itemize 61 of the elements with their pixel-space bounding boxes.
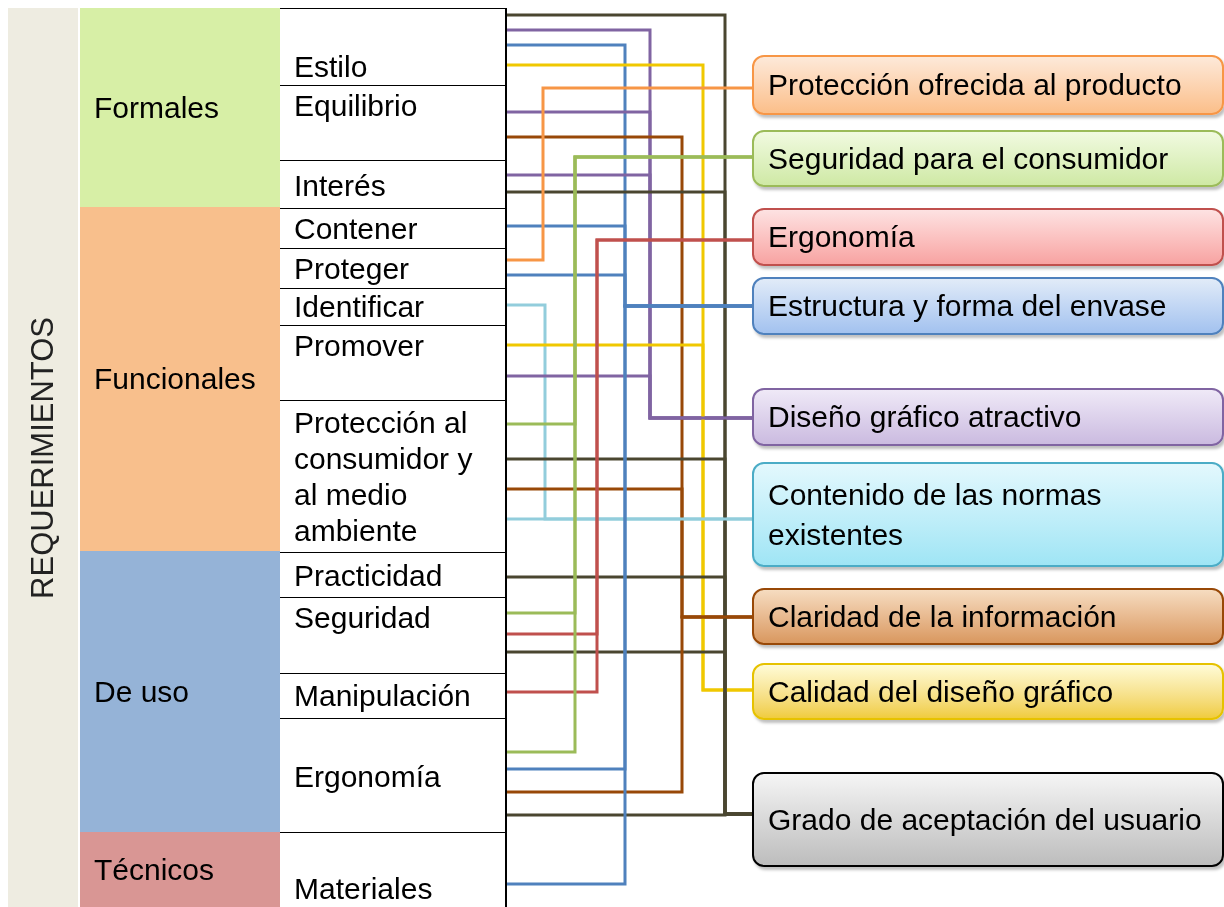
criterion-label: Grado de aceptación del usuario [768, 801, 1202, 838]
criterion-label: Contenido de las normas existentes [768, 476, 1103, 553]
category-label: Funcionales [94, 361, 256, 397]
requirement-cell [280, 325, 507, 400]
requirement-label: Proteger [294, 251, 411, 287]
requirement-cell [280, 85, 507, 160]
criterion-label: Protección ofrecida al producto [768, 67, 1182, 103]
criterion-box [752, 130, 1224, 187]
criterion-label: Ergonomía [768, 219, 915, 255]
criterion-label: Estructura y forma del envase [768, 288, 1167, 324]
connector-line [507, 374, 752, 420]
category-label: Técnicos [94, 851, 215, 888]
requirement-label: Identificar [294, 289, 426, 325]
criterion-box [752, 388, 1224, 446]
requirement-label: Ergonomía [294, 759, 442, 795]
requirement-label: Interés [294, 168, 387, 204]
criterion-box [752, 208, 1224, 266]
criterion-box [752, 588, 1224, 645]
requirement-cell [280, 718, 507, 832]
requirement-label: Manipulación [294, 678, 472, 714]
category-label: Formales [94, 89, 220, 126]
requirement-label: Contener [294, 211, 419, 247]
band-label: REQUERIMIENTOS [23, 316, 61, 599]
requirement-cell [280, 400, 507, 552]
requirement-label: Materiales [294, 871, 434, 907]
requirement-label: Equilibrio [294, 88, 419, 124]
requirement-label: Estilo [294, 49, 369, 85]
criterion-label: Seguridad para el consumidor [768, 140, 1169, 177]
category-box [80, 551, 280, 832]
criterion-box [752, 277, 1224, 335]
connector-line [507, 615, 752, 794]
criterion-box [752, 772, 1224, 867]
requirement-cell [280, 288, 507, 325]
requirement-cell [280, 597, 507, 673]
requirement-label: Protección al consumidor y al medio ambiente [294, 405, 474, 549]
requirement-label: Seguridad [294, 600, 432, 636]
criterion-box [752, 462, 1224, 567]
requirement-label: Practicidad [294, 558, 444, 594]
criterion-label: Diseño gráfico atractivo [768, 399, 1082, 435]
connector-line [507, 86, 752, 262]
connector-line [507, 517, 752, 521]
requirement-cell [280, 208, 507, 248]
category-box [80, 8, 280, 207]
category-box [80, 207, 280, 551]
criterion-label: Claridad de la información [768, 598, 1117, 635]
criterion-box [752, 663, 1224, 720]
requirement-cell [280, 160, 507, 208]
category-box [80, 832, 280, 907]
requirement-cell [280, 8, 507, 85]
criterion-label: Calidad del diseño gráfico [768, 673, 1114, 710]
requirement-label: Promover [294, 328, 426, 364]
requirement-cell [280, 832, 507, 907]
connector-line [507, 343, 752, 692]
criterion-box [752, 55, 1224, 115]
connector-line [507, 812, 752, 817]
requirement-cell [280, 552, 507, 597]
category-label: De uso [94, 673, 190, 710]
requirement-cell [280, 673, 507, 718]
category-band [8, 8, 78, 907]
requirement-cell [280, 248, 507, 288]
connector-line [507, 304, 752, 886]
